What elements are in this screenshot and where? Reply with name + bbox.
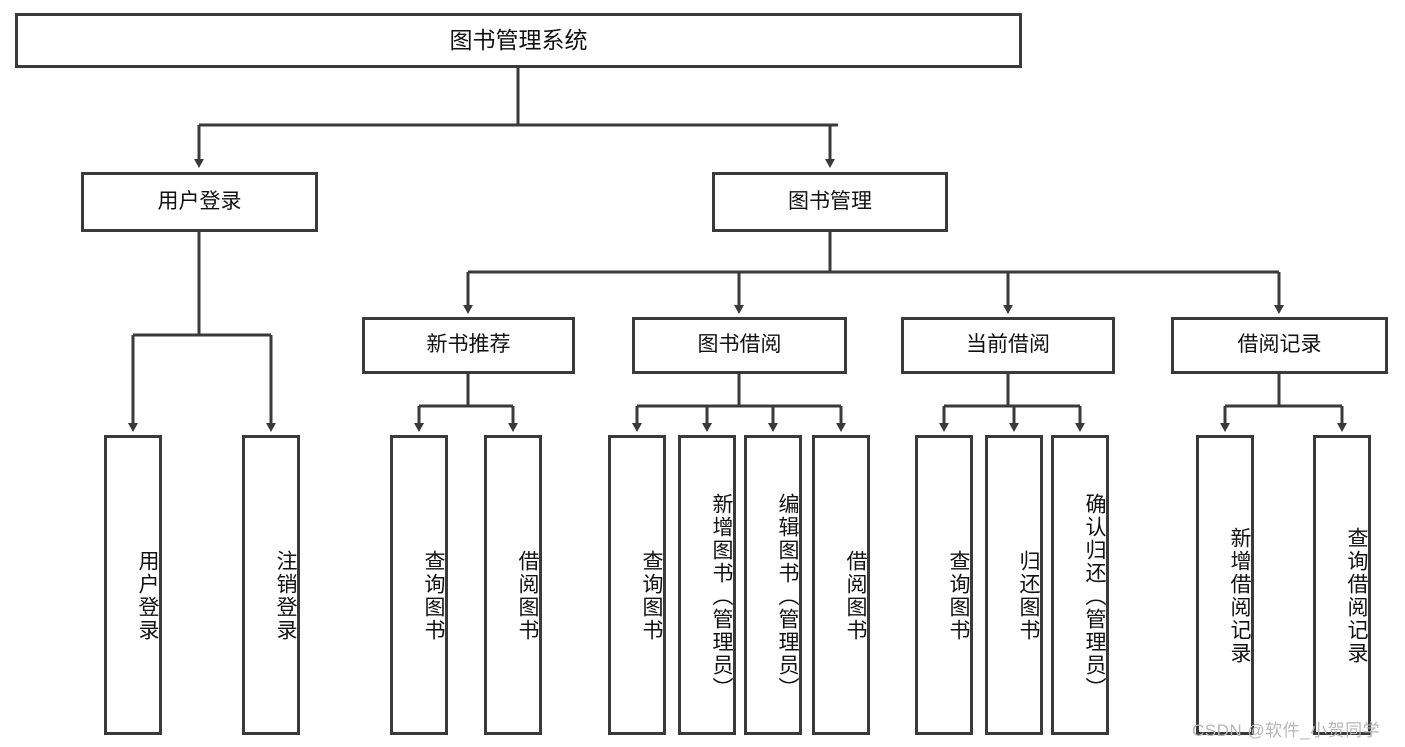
leaf-user-login[interactable]: 用户登录 [104, 435, 162, 735]
leaf-confirm-return-admin[interactable]: 确认归还（管理员） [1051, 435, 1109, 735]
node-current-borrow[interactable]: 当前借阅 [901, 317, 1115, 374]
leaf-query-book-borrow[interactable]: 查询图书 [608, 435, 666, 735]
node-new-book-recommend[interactable]: 新书推荐 [362, 317, 575, 374]
leaf-add-book-admin[interactable]: 新增图书（管理员） [678, 435, 736, 735]
node-root[interactable]: 图书管理系统 [15, 13, 1022, 68]
leaf-borrow-book[interactable]: 借阅图书 [812, 435, 870, 735]
leaf-logout[interactable]: 注销登录 [242, 435, 300, 735]
leaf-edit-book-admin[interactable]: 编辑图书（管理员） [744, 435, 802, 735]
leaf-return-book[interactable]: 归还图书 [985, 435, 1043, 735]
leaf-add-borrow-record[interactable]: 新增借阅记录 [1196, 435, 1254, 735]
leaf-borrow-book-recommend[interactable]: 借阅图书 [484, 435, 542, 735]
leaf-query-book-current[interactable]: 查询图书 [915, 435, 973, 735]
node-book-borrow[interactable]: 图书借阅 [632, 317, 847, 374]
leaf-query-book-recommend[interactable]: 查询图书 [390, 435, 448, 735]
node-book-management[interactable]: 图书管理 [712, 172, 948, 232]
leaf-query-borrow-record[interactable]: 查询借阅记录 [1313, 435, 1371, 735]
node-borrow-records[interactable]: 借阅记录 [1171, 317, 1388, 374]
csdn-watermark: CSDN @软件_小贺同学 [1192, 721, 1381, 740]
node-user-login[interactable]: 用户登录 [81, 172, 318, 232]
